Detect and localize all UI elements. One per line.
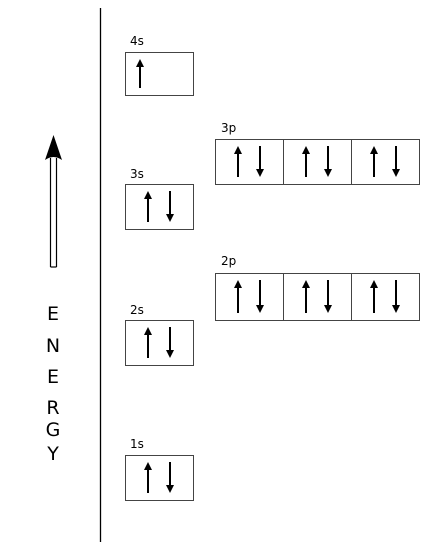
- spin-down-arrow: [392, 280, 400, 313]
- orbital-box-3p: [215, 139, 284, 185]
- spin-down-arrow: [324, 280, 332, 313]
- orbital-box-2p: [215, 273, 284, 321]
- orbital-box-3p: [283, 139, 352, 185]
- spin-up-arrow: [144, 327, 152, 358]
- spin-up-arrow: [144, 191, 152, 222]
- orbital-boxes: [125, 52, 420, 501]
- spin-up-arrow: [234, 146, 242, 177]
- spin-down-arrow: [166, 462, 174, 493]
- spin-up-arrow: [302, 280, 310, 313]
- subshell-label-1s: 1s: [130, 437, 144, 451]
- subshell-label-4s: 4s: [130, 34, 144, 48]
- energy-label: E N E R G Y: [46, 303, 61, 465]
- subshell-label-2s: 2s: [130, 303, 144, 317]
- spin-down-arrow: [166, 327, 174, 358]
- spin-up-arrow: [370, 280, 378, 313]
- spin-up-arrow: [144, 462, 152, 493]
- spin-up-arrow: [302, 146, 310, 177]
- spin-up-arrow: [234, 280, 242, 313]
- spin-down-arrow: [256, 280, 264, 313]
- energy-letter: G: [46, 419, 61, 441]
- spin-up-arrow: [136, 59, 144, 88]
- energy-letter: E: [47, 366, 59, 388]
- energy-letter: N: [46, 335, 60, 357]
- subshell-label-3p: 3p: [221, 121, 236, 135]
- energy-letter: R: [46, 397, 59, 419]
- spin-down-arrow: [324, 146, 332, 177]
- spin-down-arrow: [166, 191, 174, 222]
- energy-letter: E: [47, 303, 59, 325]
- orbital-box-3p: [351, 139, 420, 185]
- orbital-box-2p: [283, 273, 352, 321]
- orbital-box-2s: [125, 320, 194, 366]
- subshell-label-2p: 2p: [221, 254, 236, 268]
- spin-down-arrow: [392, 146, 400, 177]
- orbital-box-4s: [125, 52, 194, 96]
- spin-up-arrow: [370, 146, 378, 177]
- energy-letter: Y: [46, 443, 59, 465]
- orbital-box-2p: [351, 273, 420, 321]
- orbital-box-3s: [125, 184, 194, 230]
- subshell-label-3s: 3s: [130, 167, 144, 181]
- energy-arrow: [45, 135, 62, 268]
- orbital-box-1s: [125, 455, 194, 501]
- spin-down-arrow: [256, 146, 264, 177]
